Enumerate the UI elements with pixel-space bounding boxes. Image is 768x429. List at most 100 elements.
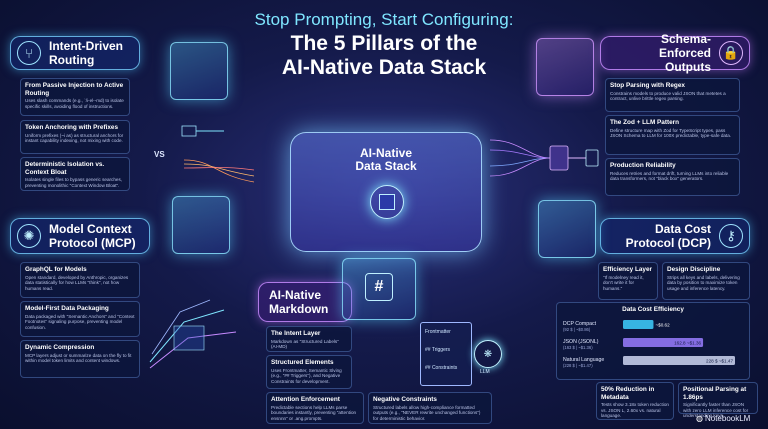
dcp-card-3: 50% Reduction in Metadata Tests show 3.1… (596, 382, 674, 420)
markdown-card-3-title: Attention Enforcement (271, 396, 340, 403)
schema-header: Schema-Enforced Outputs 🔒 (600, 32, 750, 74)
schema-card-1: Stop Parsing with Regex Constrains model… (605, 78, 740, 112)
mcp-card-2: Model-First Data Packaging Data packaged… (20, 301, 140, 337)
routing-card-3-title: Deterministic Isolation vs. Context Bloa… (25, 161, 105, 176)
markdown-cube: # (342, 258, 416, 320)
routing-card-3-body: Isolates single files to bypass generic … (25, 177, 123, 188)
dcp-card-1-title: Efficiency Layer (603, 266, 653, 273)
mcp-card-1: GraphQL for Models Open standard, develo… (20, 262, 140, 298)
center-label-line2: Data Stack (355, 159, 417, 173)
page-title-line-a: The 5 Pillars of the (290, 32, 478, 55)
llm-icon: ❋ (483, 348, 493, 360)
markdown-doc-label-1: Frontmatter (425, 329, 451, 335)
dcp-cube (538, 200, 596, 258)
markdown-llm-label: LLM (480, 369, 490, 375)
routing-card-1-body: Uses slash commands (e.g., `/i-el--md) t… (25, 98, 124, 109)
schema-cube (536, 38, 594, 96)
routing-card-1-title: From Passive Injection to Active Routing (25, 82, 124, 97)
chip-icon (370, 185, 404, 219)
dcp-chart-title: Data Cost Efficiency (622, 306, 684, 313)
chart-bar (623, 320, 654, 329)
markdown-title-line1: AI-Native (269, 288, 322, 302)
markdown-header: AI-Native Markdown (258, 282, 352, 322)
routing-vs-label: VS (154, 150, 165, 159)
markdown-card-4: Negative Constraints Structured labels a… (368, 392, 492, 424)
routing-card-2-title: Token Anchoring with Prefixes (25, 124, 119, 131)
markdown-doc-label-3: ## Constraints (425, 365, 458, 371)
dcp-card-4-body: Significantly faster than JSON with zero… (683, 402, 749, 419)
chart-bar (623, 356, 735, 365)
dcp-card-1: Efficiency Layer "If modelney read it, d… (598, 262, 658, 300)
page-title-line-b: AI-Native Data Stack (281, 56, 487, 79)
hash-icon: # (365, 273, 393, 301)
routing-visual: VS (134, 120, 264, 190)
dcp-card-1-body: "If modelney read it, don't write it for… (603, 274, 644, 291)
schema-card-2: The Zod + LLM Pattern Define structure m… (605, 115, 740, 155)
schema-card-1-title: Stop Parsing with Regex (610, 82, 685, 89)
mcp-card-2-title: Model-First Data Packaging (25, 305, 109, 312)
mcp-title-line2: Protocol (MCP) (49, 236, 136, 250)
page-subtitle: Stop Prompting, Start Configuring: (254, 10, 514, 29)
dcp-card-2-body: Strips all keys and labels, delivering d… (667, 274, 740, 291)
mcp-visual (144, 292, 244, 376)
page-title: The 5 Pillars of the AI-Native Data Stac… (0, 32, 768, 80)
chart-value-label: 162.8 ~$1.36 (674, 341, 701, 346)
dcp-card-3-body: Tests show 3.18x token reduction vs. JSO… (601, 402, 669, 419)
chart-category-label: DCP Compact (563, 321, 597, 327)
dcp-title-line2: Protocol (DCP) (625, 236, 711, 250)
markdown-card-2-body: Uses Frontmatter, Semantic Slving (e.g.,… (271, 367, 342, 384)
dcp-card-2-title: Design Discipline (667, 266, 721, 273)
dcp-title-line1: Data Cost (654, 222, 711, 236)
chart-bar (623, 338, 704, 347)
mcp-card-3-title: Dynamic Compression (25, 344, 95, 351)
markdown-card-1: The Intent Layer Markdown as "Structured… (266, 326, 352, 352)
markdown-doc-label-2: ## Triggers (425, 347, 451, 353)
center-stack-platform: AI-Native Data Stack (290, 132, 482, 252)
markdown-card-3-body: Predictable sections help LLMs parse bou… (271, 404, 357, 421)
chart-category-label: Natural Language (563, 357, 604, 363)
mcp-card-1-body: Open standard, developed by Anthropic, o… (25, 274, 129, 291)
markdown-llm-node: ❋ (474, 340, 502, 368)
markdown-card-1-body: Markdown as "Structured Labels" (AI-MD) (271, 338, 339, 350)
markdown-card-1-title: The Intent Layer (271, 330, 321, 337)
chart-category-label: JSON (JSONL) (563, 339, 599, 345)
schema-card-2-title: The Zod + LLM Pattern (610, 119, 680, 126)
chart-value-label: 228 $ ~$1.47 (706, 359, 733, 364)
notebook-icon: ◍ (696, 414, 703, 423)
chart-category-sublabel: (92 $ | ~$0.86) (563, 327, 591, 332)
footer-brand-label: NotebookLM (704, 414, 751, 423)
markdown-card-4-title: Negative Constraints (373, 396, 437, 403)
dcp-card-4: Positional Parsing at 1.86ps Significant… (678, 382, 758, 418)
schema-card-3-title: Production Reliability (610, 162, 676, 169)
dcp-chart: Data Cost Efficiency DCP Compact(92 $ | … (556, 302, 750, 380)
routing-cube (170, 42, 228, 100)
mcp-card-1-title: GraphQL for Models (25, 266, 87, 273)
mcp-card-3-body: MCP layers adjust or summarize data on t… (25, 352, 132, 364)
schema-title-line2: Outputs (665, 60, 711, 74)
mcp-header: ✺ Model Context Protocol (MCP) (10, 218, 150, 254)
markdown-card-3: Attention Enforcement Predictable sectio… (266, 392, 364, 424)
routing-card-2: Token Anchoring with Prefixes Uniform pr… (20, 120, 130, 154)
schema-card-2-body: Define structure map with Zod for TypeSc… (610, 127, 732, 139)
schema-card-1-body: Constrains models to produce valid JSON … (610, 90, 726, 102)
lock-icon: 🔒 (719, 41, 743, 65)
chart-value-label: ~$0.62 (655, 323, 670, 328)
chart-category-sublabel: (163 $ | ~$1.36) (563, 345, 593, 350)
dcp-card-2: Design Discipline Strips all keys and la… (662, 262, 750, 300)
routing-card-1: From Passive Injection to Active Routing… (20, 78, 130, 116)
mcp-cube (172, 196, 230, 254)
dcp-card-3-title: 50% Reduction in Metadata (601, 386, 655, 401)
dcp-card-4-title: Positional Parsing at 1.86ps (683, 386, 747, 401)
markdown-card-4-body: Structured labels allow high-compliance … (373, 404, 481, 421)
dcp-header: Data Cost Protocol (DCP) ⚷ (600, 218, 750, 254)
chart-category-sublabel: (228 $ | ~$1.47) (563, 363, 593, 368)
routing-title-line2: Routing (49, 53, 95, 67)
schema-card-3: Production Reliability Reduces retries a… (605, 158, 740, 196)
footer-brand: ◍ NotebookLM (696, 414, 750, 423)
schema-title-line1: Schema-Enforced (658, 32, 711, 60)
routing-card-3: Deterministic Isolation vs. Context Bloa… (20, 157, 130, 191)
schema-card-3-body: Reduces retries and format drift, turnin… (610, 170, 729, 182)
markdown-card-2: Structured Elements Uses Frontmatter, Se… (266, 355, 352, 389)
branch-icon: ⑂ (17, 41, 41, 65)
